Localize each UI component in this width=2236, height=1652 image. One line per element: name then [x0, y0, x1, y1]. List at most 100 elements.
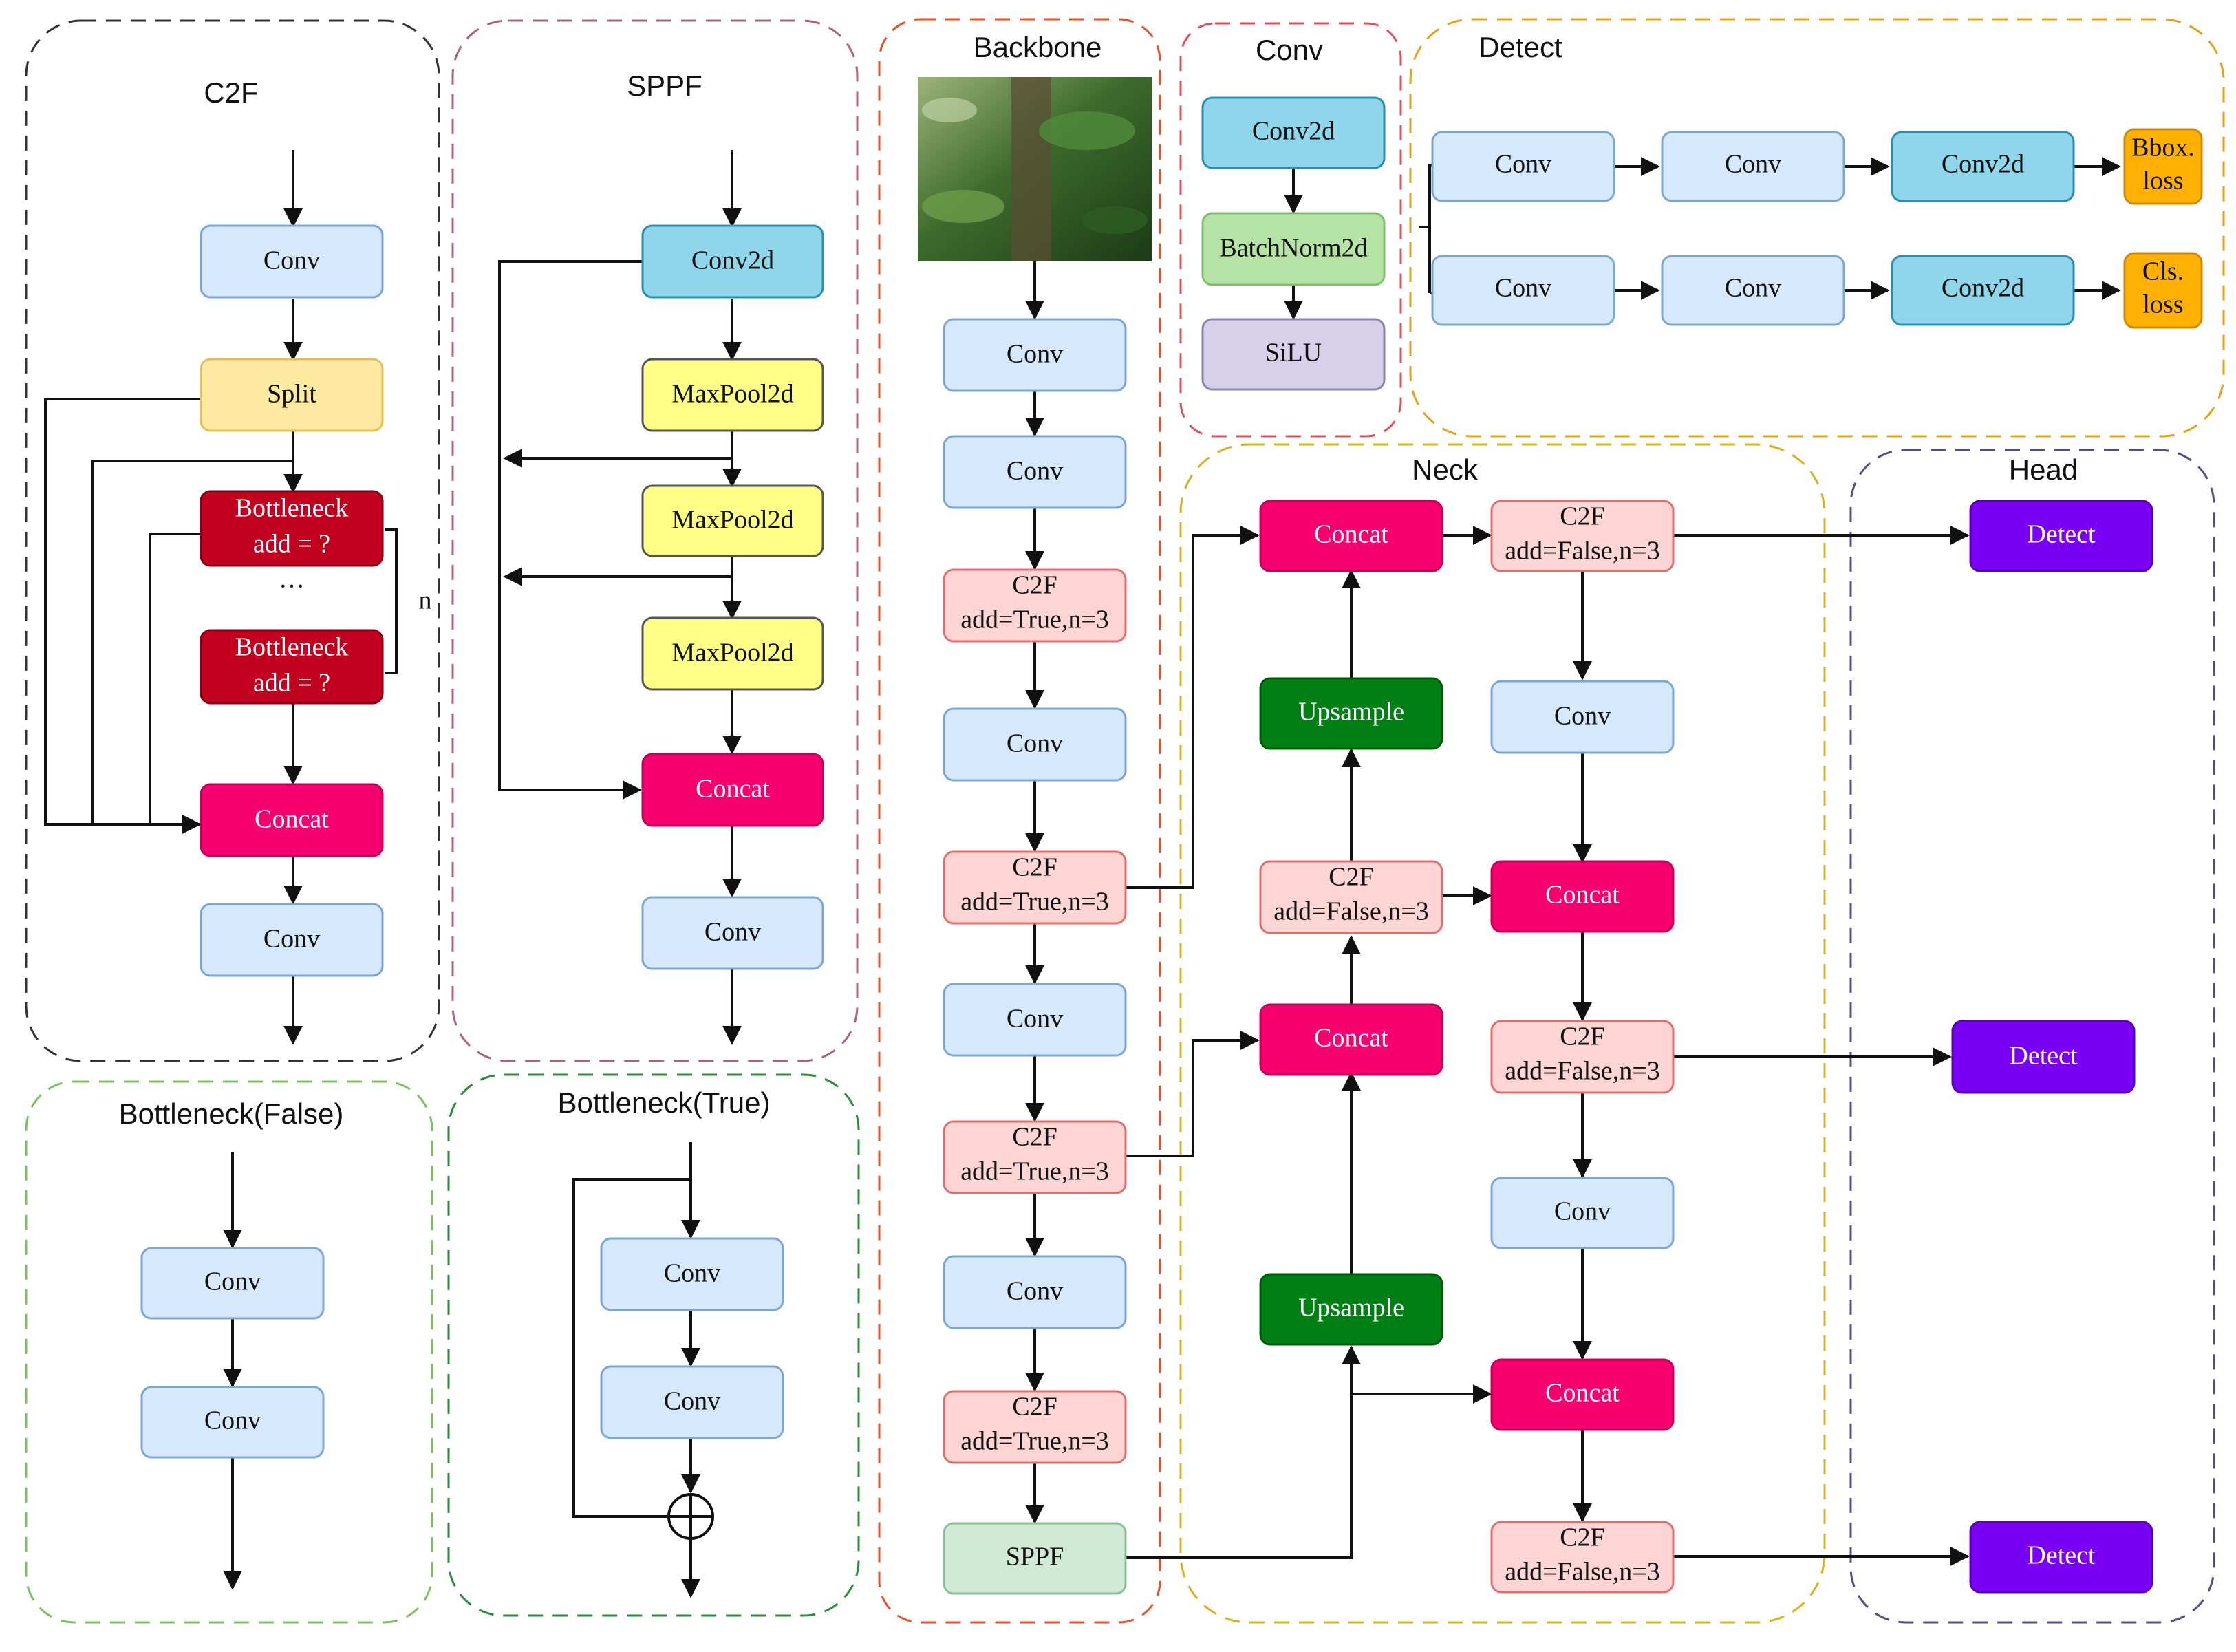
neck-c2f-right-3: C2F add=False,n=3: [1490, 1521, 1675, 1594]
c2f-dots: ···: [279, 572, 305, 601]
svg-text:C2F: C2F: [1012, 1393, 1057, 1422]
detect-cls-loss: Cls. loss: [2123, 252, 2203, 329]
panel-head: [1849, 449, 2215, 1624]
detect-row2-conv2d: Conv2d: [1891, 255, 2075, 326]
svg-text:Conv2d: Conv2d: [691, 246, 774, 275]
svg-text:C2F: C2F: [1560, 502, 1604, 531]
svg-text:Conv: Conv: [204, 1406, 261, 1435]
panel-title-c2f: C2F: [204, 76, 258, 109]
panel-detect: [1409, 18, 2225, 438]
backbone-c2f-1: C2F add=True,n=3: [943, 568, 1127, 643]
svg-text:Conv: Conv: [664, 1387, 720, 1416]
neck-concat-mid: Concat: [1259, 1003, 1443, 1076]
panel-title-neck: Neck: [1412, 453, 1479, 486]
backbone-conv-4: Conv: [943, 983, 1127, 1057]
svg-text:Conv: Conv: [1007, 457, 1063, 486]
svg-text:C2F: C2F: [1560, 1022, 1604, 1051]
detect-row1-conv-1: Conv: [1431, 131, 1615, 202]
detect-row1-conv2d: Conv2d: [1891, 131, 2075, 202]
conv-panel-silu: SiLU: [1201, 318, 1386, 391]
svg-text:Concat: Concat: [1545, 881, 1620, 910]
add-node-icon: [667, 1493, 714, 1540]
neck-upsample-2: Upsample: [1259, 1273, 1443, 1346]
bottleneck-false-conv-2: Conv: [140, 1386, 325, 1459]
panel-title-sppf: SPPF: [627, 69, 702, 102]
backbone-sppf: SPPF: [943, 1522, 1127, 1595]
svg-text:Conv: Conv: [264, 925, 320, 954]
svg-text:add = ?: add = ?: [253, 669, 330, 698]
svg-text:SPPF: SPPF: [1006, 1543, 1064, 1571]
detect-row1-conv-2: Conv: [1661, 131, 1845, 202]
neck-c2f-left: C2F add=False,n=3: [1259, 860, 1443, 934]
panel-c2f: [25, 19, 440, 1062]
svg-text:add=False,n=3: add=False,n=3: [1505, 537, 1659, 566]
svg-text:C2F: C2F: [1012, 1123, 1057, 1152]
svg-text:Conv: Conv: [1007, 340, 1063, 369]
conv-panel-conv2d: Conv2d: [1201, 96, 1386, 169]
panel-title-detect: Detect: [1479, 31, 1562, 63]
c2f-split: Split: [200, 358, 384, 432]
panel-title-bottleneck-true: Bottleneck(True): [558, 1086, 771, 1119]
svg-text:Conv: Conv: [1007, 1005, 1063, 1033]
conv-panel-batchnorm: BatchNorm2d: [1201, 212, 1386, 286]
c2f-concat: Concat: [200, 783, 384, 857]
head-detect-1: Detect: [1969, 500, 2153, 572]
svg-text:Conv: Conv: [1725, 274, 1781, 303]
c2f-conv-bottom: Conv: [200, 903, 384, 977]
svg-text:Split: Split: [267, 380, 316, 409]
panel-title-conv: Conv: [1256, 34, 1323, 66]
svg-text:Bbox.: Bbox.: [2131, 133, 2195, 162]
sppf-maxpool-1: MaxPool2d: [641, 358, 824, 432]
svg-text:Detect: Detect: [2027, 520, 2096, 549]
svg-text:C2F: C2F: [1012, 571, 1057, 600]
svg-text:C2F: C2F: [1560, 1523, 1604, 1552]
neck-concat-top: Concat: [1259, 500, 1443, 572]
svg-text:add=False,n=3: add=False,n=3: [1505, 1558, 1659, 1587]
c2f-n-label: n: [419, 586, 432, 615]
svg-text:Concat: Concat: [255, 805, 329, 834]
backbone-conv-1: Conv: [943, 318, 1127, 392]
svg-text:Conv: Conv: [1495, 150, 1551, 179]
svg-text:add=True,n=3: add=True,n=3: [960, 605, 1109, 634]
neck-c2f-right-1: C2F add=False,n=3: [1490, 500, 1675, 572]
svg-text:Conv: Conv: [264, 246, 320, 275]
neck-concat-right-2: Concat: [1490, 1358, 1675, 1431]
sppf-conv2d: Conv2d: [641, 224, 824, 299]
svg-text:BatchNorm2d: BatchNorm2d: [1219, 234, 1367, 263]
svg-text:add=False,n=3: add=False,n=3: [1273, 897, 1428, 926]
svg-text:Conv: Conv: [204, 1267, 261, 1296]
svg-text:MaxPool2d: MaxPool2d: [671, 506, 793, 535]
svg-text:Conv: Conv: [1007, 1277, 1063, 1306]
panel-title-head: Head: [2009, 453, 2078, 486]
svg-text:Bottleneck: Bottleneck: [235, 494, 349, 523]
svg-text:Upsample: Upsample: [1298, 1294, 1404, 1322]
backbone-conv-5: Conv: [943, 1255, 1127, 1329]
svg-text:Detect: Detect: [2027, 1541, 2096, 1570]
svg-text:C2F: C2F: [1012, 853, 1057, 882]
c2f-bottleneck-1: Bottleneck add = ?: [200, 490, 384, 567]
detect-bbox-loss: Bbox. loss: [2123, 128, 2203, 205]
backbone-conv-2: Conv: [943, 435, 1127, 509]
panel-bottleneck-true: [447, 1073, 860, 1617]
svg-text:add=True,n=3: add=True,n=3: [960, 888, 1109, 916]
panel-title-bottleneck-false: Bottleneck(False): [119, 1097, 344, 1130]
svg-text:Conv: Conv: [1725, 150, 1781, 179]
backbone-input-image: [918, 77, 1152, 261]
c2f-bottleneck-2: Bottleneck add = ?: [200, 629, 384, 705]
svg-text:Bottleneck: Bottleneck: [235, 633, 349, 662]
svg-text:Conv: Conv: [664, 1259, 720, 1288]
panel-title-backbone: Backbone: [974, 31, 1102, 63]
neck-c2f-right-2: C2F add=False,n=3: [1490, 1020, 1675, 1094]
svg-text:add=False,n=3: add=False,n=3: [1505, 1057, 1659, 1086]
detect-row2-conv-1: Conv: [1431, 255, 1615, 326]
sppf-conv: Conv: [641, 896, 824, 970]
panel-neck: [1179, 443, 1826, 1624]
neck-concat-right-1: Concat: [1490, 860, 1675, 933]
bottleneck-true-conv-2: Conv: [600, 1365, 784, 1439]
svg-text:Conv2d: Conv2d: [1252, 117, 1335, 146]
c2f-conv-top: Conv: [200, 224, 384, 299]
head-detect-2: Detect: [1951, 1020, 2136, 1094]
svg-text:Conv2d: Conv2d: [1942, 150, 2024, 179]
neck-upsample-1: Upsample: [1259, 677, 1443, 750]
